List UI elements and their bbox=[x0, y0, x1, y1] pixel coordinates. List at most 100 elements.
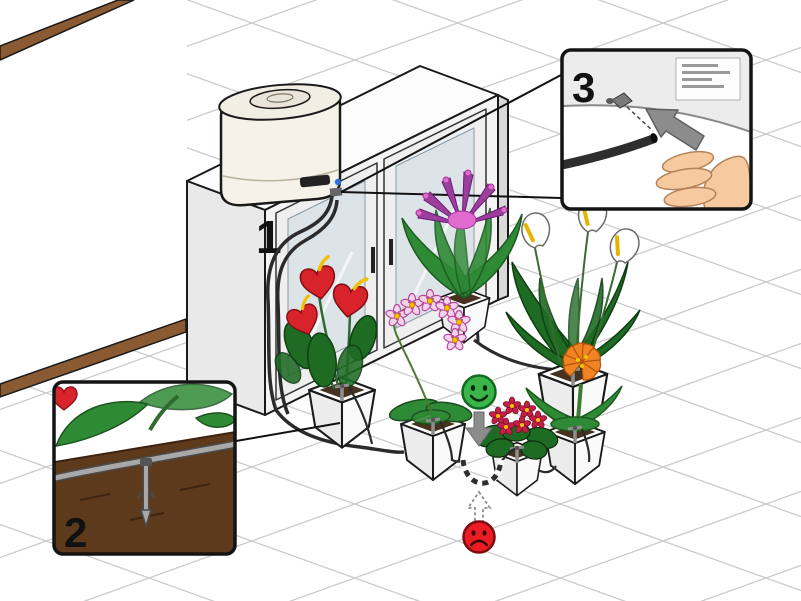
inset-border bbox=[560, 48, 753, 211]
stake-connector bbox=[140, 458, 152, 466]
cabinet-left-face bbox=[186, 180, 266, 416]
machine-outlet bbox=[329, 187, 343, 197]
inset-connection-detail: 3 bbox=[560, 48, 753, 211]
soil-clod bbox=[79, 493, 111, 501]
clivia-flower-center bbox=[576, 358, 580, 362]
floor-grid-line bbox=[0, 523, 215, 601]
leaf bbox=[505, 311, 574, 371]
callout-line bbox=[340, 74, 562, 193]
clivia-flower-center bbox=[584, 355, 588, 359]
flower-tip bbox=[487, 183, 495, 191]
leaf bbox=[194, 412, 235, 428]
connector-tip bbox=[606, 98, 614, 104]
flower-tip bbox=[464, 169, 472, 177]
arrow-down-icon bbox=[465, 411, 493, 447]
inset-stake-content: 2 bbox=[54, 383, 235, 556]
soil-clod bbox=[179, 483, 211, 491]
flower-tip bbox=[442, 176, 450, 184]
flower-tip bbox=[422, 192, 430, 200]
floor-grid-line bbox=[700, 564, 801, 601]
insert-arrow-icon bbox=[645, 108, 705, 151]
inset-border bbox=[52, 380, 237, 556]
flower-tip bbox=[500, 206, 508, 214]
finger bbox=[663, 186, 717, 208]
stake-tip bbox=[139, 509, 153, 529]
stake-barb bbox=[150, 491, 155, 499]
eye bbox=[471, 530, 476, 536]
face bbox=[461, 374, 497, 410]
face bbox=[462, 520, 496, 554]
step-label-stake: 2 bbox=[64, 509, 87, 556]
feed-tube bbox=[348, 386, 374, 445]
insertion-guide-dashed bbox=[626, 106, 654, 132]
inset-connection-content: 3 bbox=[562, 50, 751, 209]
stem bbox=[534, 247, 561, 363]
leaf bbox=[138, 383, 234, 411]
text-line bbox=[682, 64, 718, 67]
anthurium-plant bbox=[274, 254, 378, 449]
flower-center bbox=[447, 210, 477, 230]
clivia-leaves bbox=[525, 385, 623, 432]
machine-seam bbox=[222, 169, 339, 182]
clivia-plant bbox=[525, 340, 623, 486]
clivia-flower-center bbox=[580, 364, 584, 368]
closeup-tube bbox=[562, 134, 658, 170]
machine-led bbox=[334, 178, 342, 186]
floor-grid-line bbox=[494, 490, 801, 601]
peace-lily-flower bbox=[517, 209, 555, 252]
happy-face-icon bbox=[461, 374, 497, 410]
sad-face-icon bbox=[462, 520, 496, 554]
machine-label-text-lines bbox=[682, 64, 730, 88]
wood-trim-top bbox=[0, 0, 135, 61]
wall bbox=[0, 0, 187, 387]
leaf bbox=[485, 438, 515, 458]
leaf bbox=[307, 332, 337, 388]
stem bbox=[575, 231, 589, 359]
flower-tip bbox=[415, 209, 423, 217]
text-line bbox=[682, 85, 724, 88]
tube-slack-loop-dashes bbox=[460, 459, 504, 486]
inset-leaves bbox=[54, 383, 235, 447]
incorrect-indicator bbox=[462, 490, 496, 554]
inset-drip-stake bbox=[137, 458, 155, 529]
floor-grid-line bbox=[83, 342, 801, 601]
hand bbox=[655, 150, 751, 209]
inset-stem bbox=[148, 394, 180, 431]
stake-barb bbox=[137, 491, 142, 499]
eye bbox=[482, 385, 488, 391]
floor-grid-line bbox=[288, 416, 801, 601]
machine-display bbox=[299, 174, 331, 188]
peace-lily-plant bbox=[505, 194, 645, 435]
bromeliad-flower-tips bbox=[415, 169, 508, 230]
smile bbox=[469, 394, 489, 402]
floor-grid-line bbox=[597, 0, 801, 74]
leaf bbox=[538, 277, 575, 374]
inset-tube bbox=[54, 441, 235, 481]
orchid-plant bbox=[384, 288, 473, 481]
correct-indicator bbox=[461, 374, 497, 447]
frown bbox=[469, 539, 489, 547]
supply-tube bbox=[266, 195, 334, 411]
closeup-tube-end bbox=[650, 133, 658, 143]
door-handle-left bbox=[371, 247, 375, 273]
peace-lily-flower bbox=[604, 223, 645, 269]
arrow-up-icon bbox=[466, 490, 492, 523]
clivia-stalk bbox=[576, 383, 583, 421]
feed-tube bbox=[537, 465, 557, 474]
inset-soil-edge bbox=[54, 431, 235, 463]
eye bbox=[470, 385, 476, 391]
text-line bbox=[682, 71, 730, 74]
leaf bbox=[274, 352, 302, 384]
step-label-connection: 3 bbox=[572, 64, 595, 111]
machine-lid-handle bbox=[266, 93, 294, 103]
door-handle-right bbox=[389, 239, 393, 265]
bromeliad-leaves bbox=[401, 207, 523, 300]
step-label-machine: 1 bbox=[256, 211, 282, 263]
text-line bbox=[682, 78, 712, 81]
feed-tube bbox=[580, 428, 591, 463]
eye bbox=[482, 530, 487, 536]
floor-tube bbox=[274, 408, 405, 454]
inset-stake-detail: 2 bbox=[52, 380, 237, 556]
